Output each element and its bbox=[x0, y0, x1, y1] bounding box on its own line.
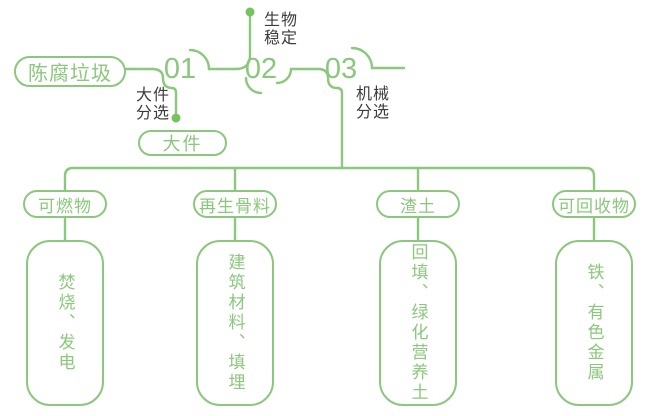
label-line: 机械 bbox=[356, 86, 391, 103]
line-step02-to-step03 bbox=[275, 67, 320, 85]
label-mechanical-sorting: 机械 分选 bbox=[356, 86, 390, 122]
source-node: 陈腐垃圾 bbox=[14, 56, 126, 87]
line-step02-to-bio bbox=[234, 14, 252, 71]
step-number-03: 03 bbox=[324, 53, 358, 85]
label-line: 分选 bbox=[136, 105, 171, 122]
disposal-box-building-materials: 建筑材料、填埋 bbox=[196, 240, 274, 406]
line-step03-exit bbox=[350, 46, 406, 70]
bulky-items-node: 大件 bbox=[138, 130, 227, 156]
disposal-box-metals: 铁、有色金属 bbox=[555, 240, 633, 406]
disposal-box-backfill: 回填、绿化营养土 bbox=[379, 240, 457, 406]
connector-dot-bio bbox=[245, 7, 255, 17]
step-number-01: 01 bbox=[163, 53, 197, 85]
label-bulky-sorting: 大件 分选 bbox=[136, 87, 170, 123]
line-source-to-step01 bbox=[124, 67, 178, 115]
step-number-02: 02 bbox=[244, 53, 278, 85]
label-bio-stabilization: 生物 稳定 bbox=[264, 12, 298, 48]
disposal-box-incineration: 焚烧、发电 bbox=[26, 240, 104, 406]
branch-recycled-aggregate: 再生骨料 bbox=[193, 190, 277, 218]
branch-slag-soil: 渣土 bbox=[376, 190, 460, 218]
disposal-text: 建筑材料、填埋 bbox=[225, 253, 245, 393]
branch-combustibles: 可燃物 bbox=[23, 190, 107, 218]
arc-under-step02 bbox=[244, 76, 263, 95]
disposal-text: 回填、绿化营养土 bbox=[408, 243, 428, 403]
label-line: 稳定 bbox=[264, 30, 299, 47]
label-line: 生物 bbox=[264, 12, 299, 29]
line-step01-to-step02 bbox=[188, 48, 238, 71]
label-line: 大件 bbox=[136, 87, 171, 104]
line-step03-drop bbox=[316, 67, 344, 170]
connector-dot-bulky bbox=[171, 113, 181, 123]
distributor-rail bbox=[63, 166, 596, 192]
disposal-text: 铁、有色金属 bbox=[584, 263, 604, 383]
disposal-text: 焚烧、发电 bbox=[55, 273, 75, 373]
branch-recyclables: 可回收物 bbox=[552, 190, 636, 218]
label-line: 分选 bbox=[356, 104, 391, 121]
